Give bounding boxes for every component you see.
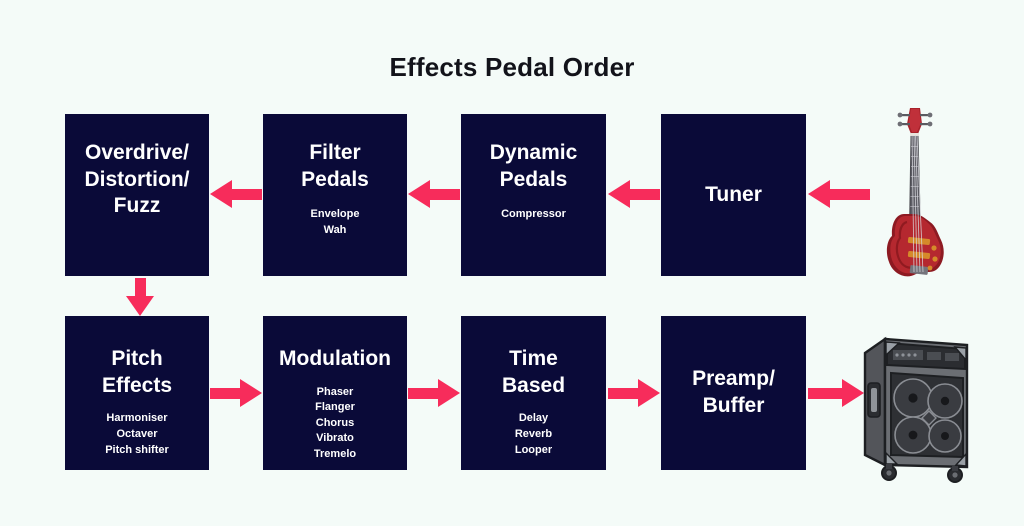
node-title: Modulation [279, 347, 391, 370]
arrow-shaft [135, 278, 146, 298]
node-title: Time Based [501, 347, 566, 397]
node-preamp-buffer[interactable]: Preamp/ Buffer [661, 316, 806, 470]
arrow-dynamic-to-filter [408, 180, 460, 208]
bass-amplifier-image [855, 325, 985, 485]
arrow-shaft [230, 189, 262, 200]
node-subtitle: Phaser Flanger Chorus Vibrato Tremelo [313, 385, 357, 461]
arrow-preamp-to-amp [808, 379, 864, 407]
node-title: Dynamic Pedals [489, 141, 578, 191]
node-title: Tuner [705, 182, 762, 206]
node-dynamic-pedals[interactable]: Dynamic Pedals Compressor [461, 114, 606, 276]
node-subtitle: Delay Reverb Looper [514, 412, 553, 456]
arrow-head-right-icon [638, 379, 660, 407]
arrow-pitch-to-modulation [210, 379, 262, 407]
node-title: Filter Pedals [301, 141, 369, 191]
arrow-head-right-icon [240, 379, 262, 407]
node-tuner[interactable]: Tuner [661, 114, 806, 276]
arrow-head-right-icon [438, 379, 460, 407]
arrow-head-right-icon [842, 379, 864, 407]
arrow-tuner-to-dynamic [608, 180, 660, 208]
node-subtitle: Compressor [501, 208, 566, 221]
arrow-modulation-to-time [408, 379, 460, 407]
arrow-guitar-to-tuner [808, 180, 870, 208]
arrow-head-down-icon [126, 296, 154, 316]
arrow-head-left-icon [808, 180, 830, 208]
arrow-shaft [608, 388, 640, 399]
page-title: Effects Pedal Order [389, 52, 635, 82]
node-overdrive-distortion-fuzz[interactable]: Overdrive/ Distortion/ Fuzz [65, 114, 209, 276]
arrow-shaft [628, 189, 660, 200]
node-pitch-effects[interactable]: Pitch Effects Harmoniser Octaver Pitch s… [65, 316, 209, 470]
node-title: Preamp/ Buffer [692, 367, 775, 417]
arrow-head-left-icon [608, 180, 630, 208]
arrow-head-left-icon [408, 180, 430, 208]
bass-guitar-image [880, 102, 950, 284]
node-title: Overdrive/ Distortion/ Fuzz [84, 141, 190, 218]
arrow-filter-to-overdrive [210, 180, 262, 208]
arrow-shaft [428, 189, 460, 200]
arrow-time-to-preamp [608, 379, 660, 407]
arrow-shaft [808, 388, 844, 399]
node-filter-pedals[interactable]: Filter Pedals Envelope Wah [263, 114, 407, 276]
arrow-shaft [408, 388, 440, 399]
node-time-based[interactable]: Time Based Delay Reverb Looper [461, 316, 606, 470]
arrow-shaft [210, 388, 242, 399]
arrow-overdrive-to-pitch [126, 278, 154, 316]
node-title: Pitch Effects [101, 347, 173, 397]
node-subtitle: Harmoniser Octaver Pitch shifter [105, 412, 169, 456]
arrow-shaft [828, 189, 870, 200]
node-subtitle: Envelope Wah [310, 208, 360, 236]
arrow-head-left-icon [210, 180, 232, 208]
node-modulation[interactable]: Modulation Phaser Flanger Chorus Vibrato… [263, 316, 407, 470]
